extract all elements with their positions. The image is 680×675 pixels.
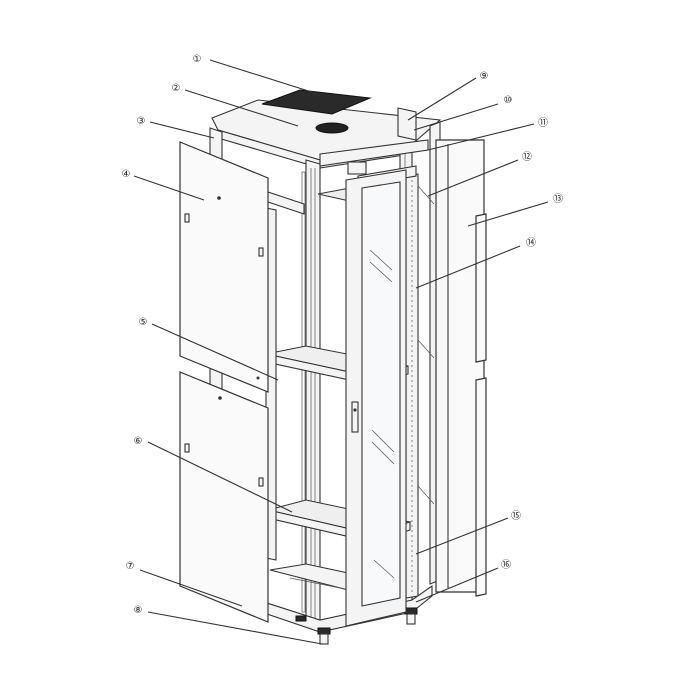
callout-15: ⑮ [511,510,521,522]
callouts: ① ② ③ ④ ⑤ ⑥ ⑦ ⑧ ⑨ ⑩ ⑪ ⑫ ⑬ ⑭ ⑮ ⑯ [122,54,563,616]
side-panel-lower [179,371,269,623]
leader-6 [147,441,293,513]
leveling-feet [295,607,418,645]
rear-door [417,139,487,597]
mounting-rail-rear [405,173,419,599]
leader-5 [151,323,279,381]
callout-10: ⑩ [504,95,513,106]
leader-8 [147,611,323,645]
leader-9 [407,77,477,121]
leader-15 [415,517,509,555]
callout-3: ③ [137,116,146,127]
callout-5: ⑤ [139,317,148,328]
callout-6: ⑥ [134,436,143,447]
leader-3 [149,121,215,139]
callout-13: ⑬ [553,193,563,205]
callout-1: ① [193,54,202,65]
mounting-rail-left [301,171,306,613]
leader-10 [413,103,499,131]
top-fan-cutout [315,122,349,134]
cabinet-drawing [179,89,487,645]
callout-9: ⑨ [480,71,489,82]
leader-lines [133,59,549,645]
leader-11 [427,123,535,151]
leader-13 [467,201,549,227]
leader-4 [133,175,205,201]
leader-14 [415,245,521,289]
callout-4: ④ [122,169,131,180]
leader-16 [415,567,499,603]
callout-8: ⑧ [134,605,143,616]
top-vent-grille [261,89,372,115]
leader-12 [427,159,519,197]
front-glass-door [345,169,407,627]
callout-14: ⑭ [526,237,536,249]
top-mounting-bracket [397,107,417,141]
leader-1 [209,59,319,95]
leader-7 [139,569,243,607]
callout-7: ⑦ [126,561,135,572]
leader-2 [184,89,299,127]
callout-2: ② [172,83,181,94]
top-cable-port [347,161,367,175]
callout-11: ⑪ [538,117,548,129]
side-panel-upper [179,141,269,393]
callout-12: ⑫ [522,151,532,163]
callout-16: ⑯ [501,559,511,571]
